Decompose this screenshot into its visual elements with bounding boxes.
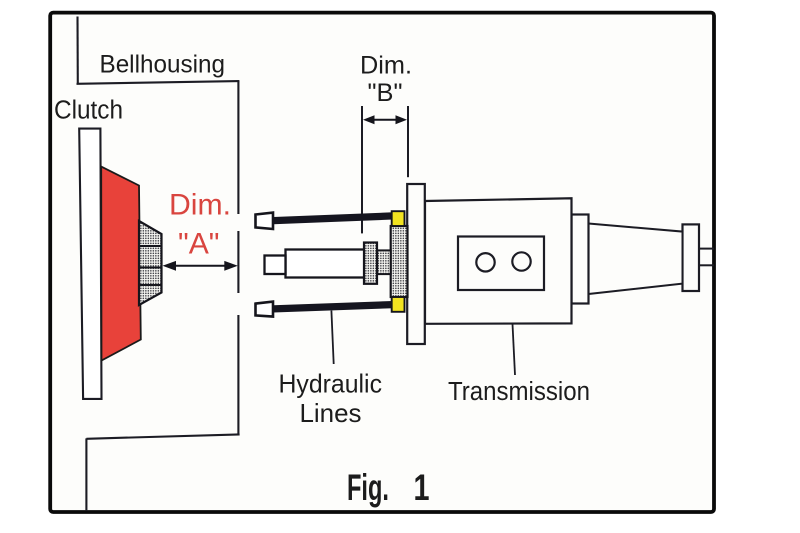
svg-text:"B": "B" <box>368 79 403 107</box>
svg-text:1: 1 <box>414 466 430 508</box>
svg-text:Fig.: Fig. <box>347 466 389 508</box>
svg-text:"A": "A" <box>178 228 220 261</box>
svg-text:Lines: Lines <box>300 398 362 428</box>
svg-text:Dim.: Dim. <box>169 189 231 222</box>
svg-text:Transmission: Transmission <box>448 376 590 406</box>
svg-text:Hydraulic: Hydraulic <box>279 368 383 398</box>
svg-text:Clutch: Clutch <box>54 97 123 125</box>
svg-text:Dim.: Dim. <box>360 51 412 79</box>
svg-text:Bellhousing: Bellhousing <box>100 52 226 79</box>
